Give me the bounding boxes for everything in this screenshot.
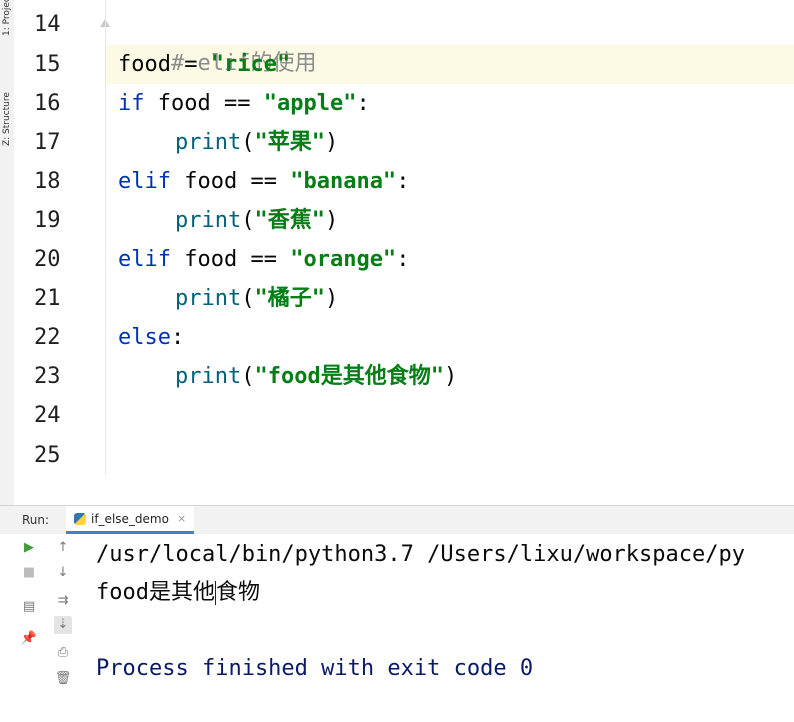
console-command-line: /usr/local/bin/python3.7 /Users/lixu/wor…	[96, 542, 746, 567]
stop-icon[interactable]: ■	[22, 565, 36, 580]
paren-token: )	[443, 364, 458, 389]
python-file-icon	[74, 512, 86, 525]
operator-token: ==	[250, 247, 291, 272]
gutter-separator	[105, 0, 106, 475]
line-number: 24	[34, 403, 61, 428]
line-number: 17	[34, 130, 61, 155]
line-number: 23	[34, 364, 61, 389]
function-token: print	[175, 364, 242, 389]
line-number: 25	[34, 443, 61, 468]
up-arrow-icon[interactable]: ↑	[57, 540, 69, 555]
soft-wrap-icon[interactable]: ⇉	[57, 593, 69, 608]
console-result-line: food是其他食物	[96, 574, 260, 612]
console-exit-line: Process finished with exit code 0	[96, 656, 534, 681]
run-label: Run:	[22, 513, 50, 527]
code-line-21: print("橘子")	[118, 279, 338, 318]
run-toolbar-right: ↑ ↓ ⇉ ⇣ ⎙ 🗑	[48, 534, 74, 722]
function-token: print	[175, 130, 242, 155]
close-icon[interactable]: ×	[176, 512, 187, 525]
run-toolbar-left: ▶ ■ ▤ 📌	[14, 534, 44, 722]
layout-icon[interactable]: ▤	[22, 599, 36, 614]
run-tab-label: if_else_demo	[91, 511, 169, 526]
colon-token: :	[170, 325, 185, 350]
structure-tool-tab[interactable]: Z: Structure	[2, 92, 12, 146]
line-number: 16	[34, 91, 61, 116]
down-arrow-icon[interactable]: ↓	[57, 565, 69, 580]
comment-token: # elif的使用	[170, 51, 317, 76]
code-line-16: if food == "apple":	[118, 84, 370, 123]
left-tool-strip: 1: Project Z: Structure	[0, 0, 15, 505]
operator-token: ==	[250, 169, 291, 194]
string-token: "香蕉"	[254, 208, 325, 233]
line-number: 18	[34, 169, 61, 194]
text-caret	[214, 581, 216, 605]
code-line-19: print("香蕉")	[118, 201, 338, 240]
current-line-highlight	[14, 45, 794, 84]
line-number: 19	[34, 208, 61, 233]
line-number: 14	[34, 12, 61, 37]
operator-token: =	[184, 52, 211, 77]
keyword-token: if	[118, 91, 158, 116]
colon-token: :	[396, 169, 410, 194]
code-line-20: elif food == "orange":	[118, 240, 409, 279]
paren-token: (	[241, 208, 255, 233]
code-line-15: food = "rice"	[118, 45, 290, 84]
paren-token: )	[324, 130, 339, 155]
paren-token: )	[324, 286, 339, 311]
line-number: 20	[34, 247, 61, 272]
console-result-part: 食物	[215, 580, 260, 605]
pin-icon[interactable]: 📌	[20, 631, 38, 646]
scroll-to-end-icon[interactable]: ⇣	[54, 616, 72, 634]
paren-token: (	[241, 130, 255, 155]
operator-token: ==	[223, 91, 264, 116]
project-tool-tab[interactable]: 1: Project	[2, 0, 12, 36]
paren-token: (	[241, 286, 255, 311]
rerun-icon[interactable]: ▶	[24, 540, 34, 555]
string-token: "orange"	[290, 247, 397, 272]
variable-token: food	[157, 91, 224, 116]
code-line-22: else:	[118, 318, 184, 357]
variable-token: food	[184, 247, 251, 272]
string-token: "rice"	[210, 52, 291, 77]
paren-token: (	[241, 364, 255, 389]
function-token: print	[175, 286, 242, 311]
run-panel-header: Run: if_else_demo ×	[0, 505, 794, 535]
line-number-gutter: 14 15 16 17 18 19 20 21 22 23 24 25	[14, 0, 106, 505]
run-tab-if-else-demo[interactable]: if_else_demo ×	[66, 506, 195, 534]
variable-token: food	[184, 169, 251, 194]
string-token: "苹果"	[254, 130, 325, 155]
run-panel-body: ▶ ■ ▤ 📌 ↑ ↓ ⇉ ⇣ ⎙ 🗑 /usr/local/bin/pytho…	[0, 534, 794, 722]
keyword-token: elif	[118, 169, 185, 194]
code-line-23: print("food是其他食物")	[118, 357, 457, 396]
keyword-token: else	[118, 325, 171, 350]
string-token: "food是其他食物"	[254, 364, 444, 389]
variable-token: food	[118, 52, 185, 77]
line-number: 22	[34, 325, 61, 350]
function-token: print	[175, 208, 242, 233]
colon-token: :	[396, 247, 410, 272]
trash-icon[interactable]: 🗑	[54, 671, 72, 686]
string-token: "橘子"	[254, 286, 325, 311]
print-icon[interactable]: ⎙	[57, 645, 69, 660]
paren-token: )	[324, 208, 339, 233]
code-line-18: elif food == "banana":	[118, 162, 409, 201]
string-token: "apple"	[263, 91, 357, 116]
code-line-14: # elif的使用	[118, 5, 316, 76]
console-result-part: food是其他	[96, 580, 215, 605]
string-token: "banana"	[290, 169, 397, 194]
keyword-token: elif	[118, 247, 185, 272]
line-number: 21	[34, 286, 61, 311]
line-number: 15	[34, 52, 61, 77]
code-line-17: print("苹果")	[118, 123, 338, 162]
colon-token: :	[356, 91, 370, 116]
